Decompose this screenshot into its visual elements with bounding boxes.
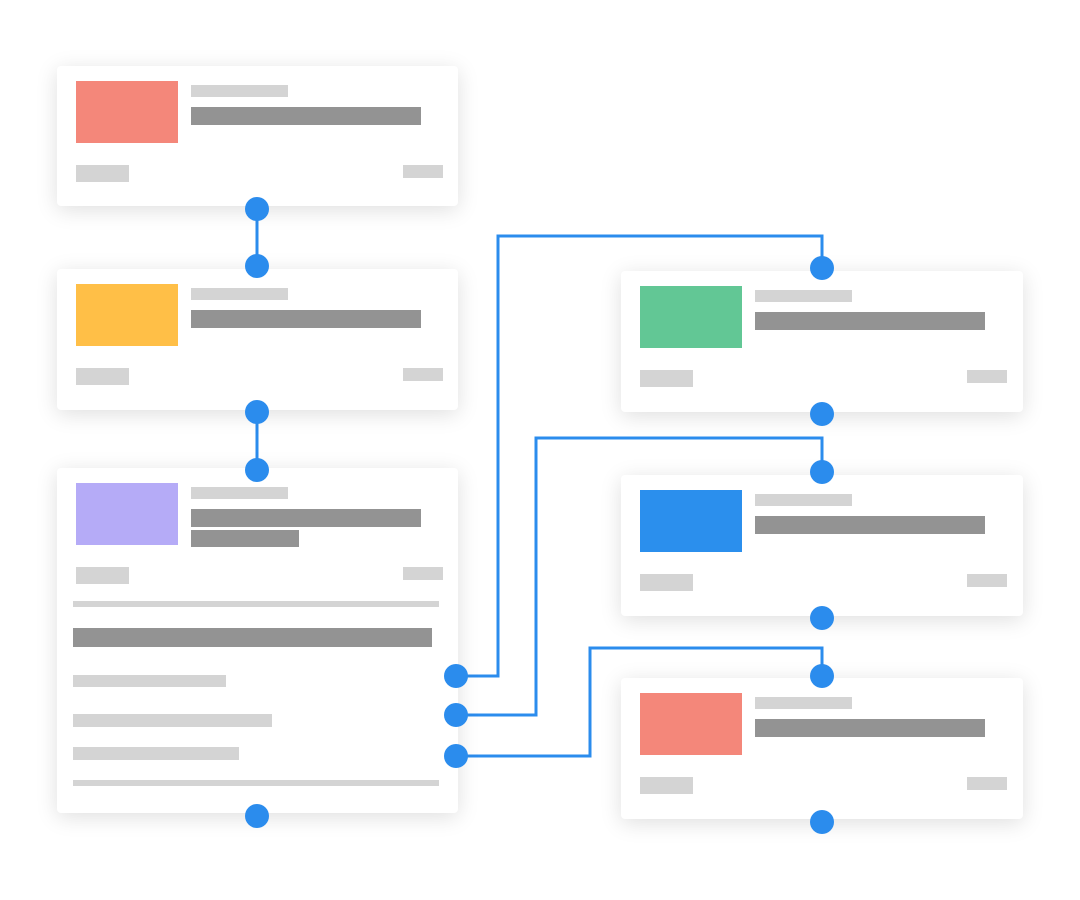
connection-port[interactable] bbox=[245, 197, 269, 221]
card-6[interactable] bbox=[621, 678, 1023, 819]
meta-left-placeholder bbox=[76, 567, 129, 584]
body-line-placeholder-5 bbox=[73, 747, 239, 760]
title-placeholder bbox=[755, 697, 852, 709]
card-1[interactable] bbox=[57, 66, 458, 206]
subtitle-placeholder bbox=[755, 312, 985, 330]
connection-port[interactable] bbox=[245, 458, 269, 482]
card-2[interactable] bbox=[57, 269, 458, 410]
meta-right-placeholder bbox=[403, 165, 443, 178]
subtitle-placeholder bbox=[191, 107, 421, 125]
connection-port[interactable] bbox=[810, 606, 834, 630]
card-5[interactable] bbox=[621, 475, 1023, 616]
card-thumbnail bbox=[76, 483, 178, 545]
card-thumbnail bbox=[640, 490, 742, 552]
meta-right-placeholder bbox=[967, 777, 1007, 790]
connection-port[interactable] bbox=[245, 804, 269, 828]
title-placeholder bbox=[755, 290, 852, 302]
connection-port[interactable] bbox=[810, 256, 834, 280]
subtitle-placeholder bbox=[755, 516, 985, 534]
subtitle-placeholder bbox=[755, 719, 985, 737]
card-thumbnail bbox=[76, 284, 178, 346]
connection-port[interactable] bbox=[810, 664, 834, 688]
connection-port[interactable] bbox=[444, 664, 468, 688]
connection-port[interactable] bbox=[444, 744, 468, 768]
title-placeholder bbox=[191, 288, 288, 300]
meta-right-placeholder bbox=[403, 567, 443, 580]
connection-port[interactable] bbox=[810, 402, 834, 426]
subtitle-placeholder bbox=[191, 509, 421, 527]
connection-port[interactable] bbox=[810, 460, 834, 484]
body-line-placeholder-2 bbox=[73, 628, 432, 647]
card-thumbnail bbox=[640, 693, 742, 755]
connection-port[interactable] bbox=[444, 703, 468, 727]
card-thumbnail bbox=[640, 286, 742, 348]
connection-port[interactable] bbox=[245, 400, 269, 424]
body-line-placeholder-3 bbox=[73, 675, 226, 687]
card-3[interactable] bbox=[57, 468, 458, 813]
meta-left-placeholder bbox=[640, 574, 693, 591]
meta-right-placeholder bbox=[403, 368, 443, 381]
meta-left-placeholder bbox=[640, 777, 693, 794]
connection-port[interactable] bbox=[810, 810, 834, 834]
title-placeholder bbox=[755, 494, 852, 506]
title-placeholder bbox=[191, 487, 288, 499]
meta-right-placeholder bbox=[967, 574, 1007, 587]
body-line-placeholder-1 bbox=[73, 601, 439, 607]
meta-right-placeholder bbox=[967, 370, 1007, 383]
body-line-placeholder-4 bbox=[73, 714, 272, 727]
meta-left-placeholder bbox=[76, 165, 129, 182]
connection-port[interactable] bbox=[245, 254, 269, 278]
meta-left-placeholder bbox=[640, 370, 693, 387]
card-thumbnail bbox=[76, 81, 178, 143]
subtitle-placeholder bbox=[191, 310, 421, 328]
card-4[interactable] bbox=[621, 271, 1023, 412]
body-line-placeholder-6 bbox=[73, 780, 439, 786]
title-placeholder bbox=[191, 85, 288, 97]
meta-left-placeholder bbox=[76, 368, 129, 385]
subtitle-placeholder-2 bbox=[191, 530, 299, 547]
